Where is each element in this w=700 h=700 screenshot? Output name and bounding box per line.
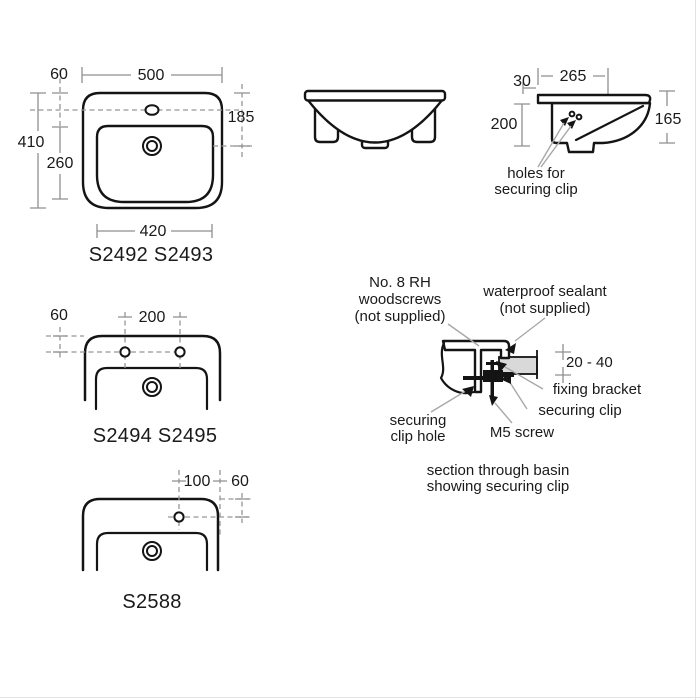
bowl-chord (574, 104, 645, 142)
dim-100-label: 100 (184, 473, 211, 490)
woodscrews-label-line2: woodscrews (358, 291, 442, 308)
clip-hole-1 (568, 110, 576, 118)
rim-profile (536, 93, 652, 105)
bowl-outline (305, 97, 445, 144)
fixing-bracket-tab (503, 372, 514, 377)
dim-260-label: 260 (47, 155, 74, 172)
model-numbers: S2494 S2495 (93, 425, 218, 447)
model-number: S2588 (122, 591, 181, 613)
sealant-arrow (505, 343, 516, 354)
m5-screw-shaft (490, 360, 494, 398)
m5-screw-head (486, 362, 498, 365)
model-numbers: S2492 S2493 (89, 244, 214, 266)
holes-note-line2: securing clip (494, 181, 577, 198)
plan-view-s2492-s2493: 60 500 185 410 260 420 S2492 S2493 (18, 66, 255, 266)
dim-165-label: 165 (655, 111, 682, 128)
taphole (144, 104, 160, 116)
dim-60-label: 60 (50, 307, 68, 324)
dim-420-label: 420 (140, 223, 167, 240)
securing-clip-arrow (500, 374, 511, 384)
securing-clip-label: securing clip (538, 402, 621, 419)
overflow-inner (146, 140, 158, 152)
dim-410-label: 410 (18, 134, 45, 151)
woodscrews-label-line3: (not supplied) (355, 308, 446, 325)
overflow-inner (146, 381, 158, 393)
dim-20-40-label: 20 - 40 (566, 354, 613, 371)
clip-hole-arrow (462, 386, 474, 397)
taphole-right (174, 346, 186, 358)
holes-note-line1: holes for (507, 165, 565, 182)
section-caption-line2: showing securing clip (427, 478, 570, 495)
dim-200-label: 200 (139, 309, 166, 326)
dim-60-label: 60 (50, 66, 68, 83)
plan-view-s2494-s2495: 60 200 S2494 S2495 (46, 307, 222, 447)
hole-arrow-2 (567, 120, 576, 129)
sealant-label-line1: waterproof sealant (482, 283, 607, 300)
front-view (303, 89, 447, 150)
clip-hole-label-line1: securing (390, 412, 447, 429)
woodscrews-label-line1: No. 8 RH (369, 274, 431, 291)
dim-265-label: 265 (560, 68, 587, 85)
hole-arrow-1 (560, 117, 569, 126)
dim-30-label: 30 (513, 73, 531, 90)
fixing-bracket-label: fixing bracket (553, 381, 642, 398)
clip-hole-label-line2: clip hole (390, 428, 445, 445)
plan-view-s2588: 100 60 S2588 (81, 470, 252, 613)
clip-hole-2 (575, 113, 583, 121)
m5-screw-arrow (489, 395, 498, 406)
section-caption-line1: section through basin (427, 462, 570, 479)
fixing-bracket-arrow (496, 361, 507, 372)
taphole-left (119, 346, 131, 358)
m5-screw-label: M5 screw (490, 424, 554, 441)
basin-rim-section (441, 339, 511, 394)
taphole (173, 511, 185, 523)
side-view: 30 265 200 165 holes for securing clip (491, 68, 682, 198)
sealant-label-line2: (not supplied) (500, 300, 591, 317)
rim-bar (303, 89, 447, 102)
dim-500-label: 500 (138, 67, 165, 84)
dim-60-label: 60 (231, 473, 249, 490)
dim-200-label: 200 (491, 116, 518, 133)
overflow-inner (146, 545, 158, 557)
dim-185-label: 185 (228, 109, 255, 126)
section-detail: No. 8 RH woodscrews (not supplied) water… (355, 274, 642, 495)
